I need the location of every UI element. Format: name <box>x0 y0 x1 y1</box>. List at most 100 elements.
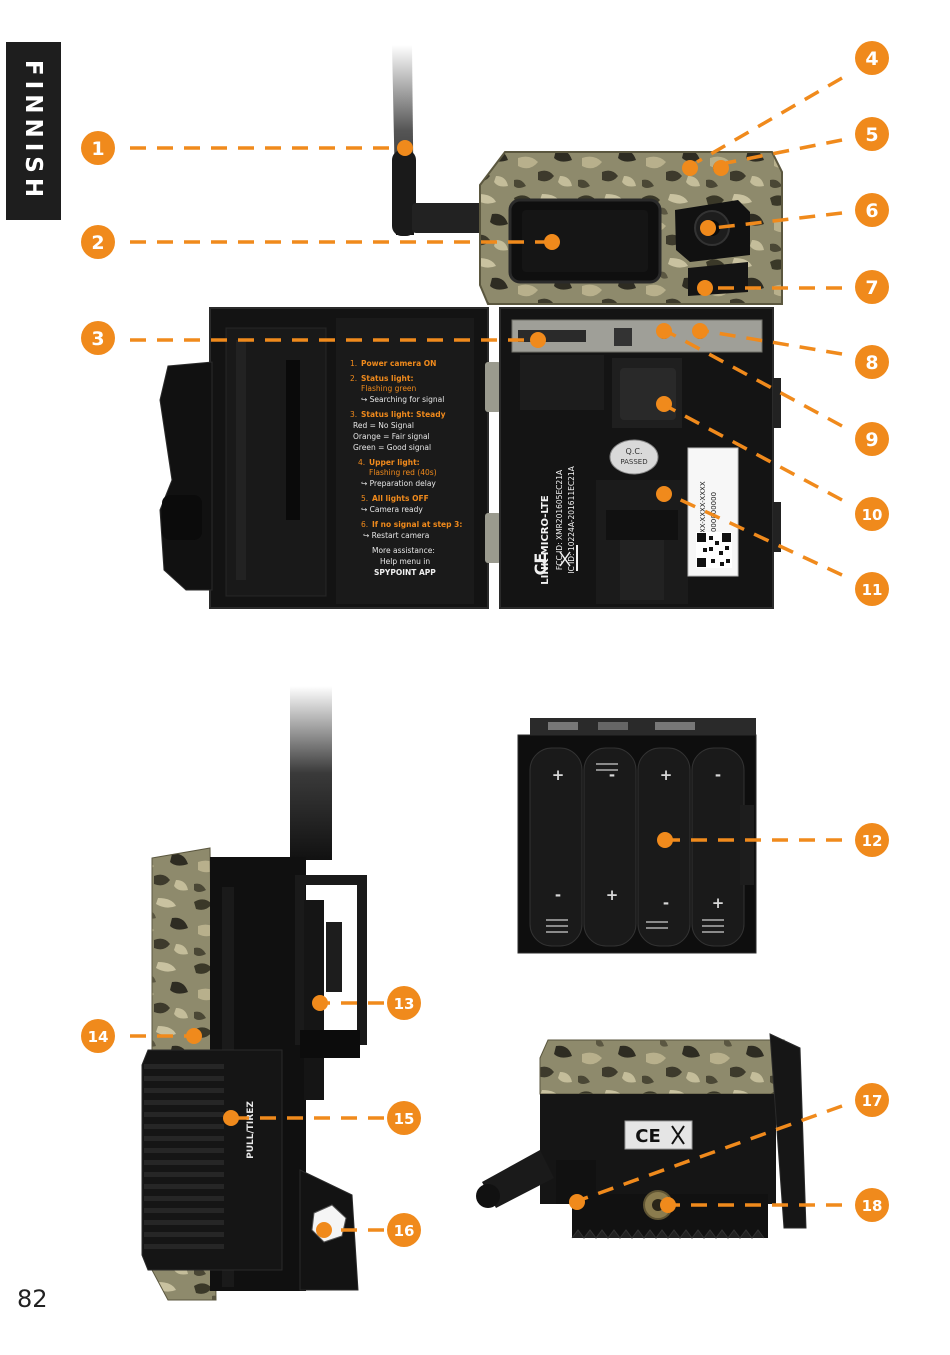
ce-plate <box>624 1120 693 1150</box>
instruction-line: ↪ Camera ready <box>361 505 423 514</box>
callout-badge-9 <box>855 422 889 456</box>
polarity-label: + <box>606 886 619 904</box>
instruction-line: If no signal at step 3: <box>372 520 462 529</box>
qc-passed-sticker <box>609 439 659 475</box>
polarity-label: + <box>712 894 725 912</box>
serial-number: XXXX-XXXX-XXXX <box>699 481 707 542</box>
instruction-line: ↪ Restart camera <box>363 531 429 540</box>
instruction-line: Help menu in <box>380 557 430 566</box>
callout-number: 2 <box>91 232 104 254</box>
instruction-line: 3. <box>350 410 357 419</box>
callout-number: 16 <box>394 1222 415 1240</box>
instruction-line: Upper light: <box>369 458 420 467</box>
callout-badge-12 <box>855 823 889 857</box>
instruction-line: More assistance: <box>372 546 435 555</box>
page-number: 82 <box>17 1285 48 1313</box>
callout-badge-14 <box>81 1019 115 1053</box>
antenna-side <box>290 686 332 860</box>
instruction-line: Flashing green <box>361 384 417 393</box>
callout-badge-15 <box>387 1101 421 1135</box>
camera-front-open-view: 1. Power camera ON 2. Status light: Flas… <box>159 45 783 609</box>
polarity-label: + <box>660 766 673 784</box>
instruction-line: Flashing red (40s) <box>369 468 437 477</box>
strap-slot <box>300 1030 360 1058</box>
callout-number: 7 <box>865 277 878 299</box>
instruction-line: Red = No Signal <box>353 421 414 430</box>
callout-number: 13 <box>394 995 415 1013</box>
tray-ridges <box>144 1064 224 1249</box>
callout-number: 18 <box>862 1197 883 1215</box>
callout-badge-3 <box>81 321 115 355</box>
callout-badge-16 <box>387 1213 421 1247</box>
ic-id: IC ID: 10224A-201611EC21A <box>567 465 576 573</box>
mode-switch <box>614 328 632 346</box>
callout-number: 9 <box>865 429 878 451</box>
ce-mark-bottom: CE <box>635 1126 661 1147</box>
battery-tray-label: PULL/TIREZ <box>246 1101 256 1159</box>
callout-badge-10 <box>855 497 889 531</box>
fcc-id: FCC ID: XMR201605EC21A <box>555 469 564 570</box>
callout-badge-11 <box>855 572 889 606</box>
callout-leaders <box>130 76 843 1232</box>
hinge-lower <box>485 513 501 563</box>
mount-bracket <box>295 875 367 1045</box>
qc-label-bottom: PASSED <box>620 458 647 466</box>
callout-badge-13 <box>387 986 421 1020</box>
battery-slot-1 <box>529 747 583 947</box>
sd-card-slot <box>518 330 586 342</box>
callout-badge-18 <box>855 1188 889 1222</box>
camera-bottom-view: CE <box>476 1033 807 1239</box>
bottom-strap <box>769 1033 807 1229</box>
callout-number: 3 <box>91 328 104 350</box>
bottom-camo-housing <box>539 1039 787 1095</box>
battery-slot-2 <box>583 747 637 947</box>
base-teeth <box>571 1229 765 1239</box>
instruction-line: 4. <box>358 458 365 467</box>
instruction-line: ↪ Searching for signal <box>361 395 444 404</box>
callout-badge-5 <box>855 117 889 151</box>
model-info-label: LINK-MICRO-LTE FCC ID: XMR201605EC21A IC… <box>531 465 578 585</box>
callout-number: 6 <box>865 200 878 222</box>
antenna-connector <box>412 203 486 233</box>
instruction-line: Power camera ON <box>361 359 436 368</box>
light-sensor-panel <box>688 262 748 296</box>
qc-label-top: Q.C. <box>626 447 643 456</box>
polarity-label: - <box>663 894 669 912</box>
callout-badge-1 <box>81 131 115 165</box>
instruction-line: Orange = Fair signal <box>353 432 430 441</box>
callout-badge-17 <box>855 1083 889 1117</box>
antenna-base <box>392 150 416 236</box>
weee-icon-bottom <box>671 1125 685 1145</box>
callout-number: 14 <box>88 1028 109 1046</box>
callout-number: 5 <box>865 124 878 146</box>
callout-badge-4 <box>855 41 889 75</box>
instruction-line: 6. <box>361 520 368 529</box>
callout-number: 12 <box>862 832 883 850</box>
callout-badge-7 <box>855 270 889 304</box>
hinge-upper <box>485 362 501 412</box>
weee-icon <box>559 551 571 567</box>
qr-code <box>696 532 732 568</box>
battery-pack-view: + - + - - + - + <box>517 718 757 954</box>
instruction-line: Status light: <box>361 374 413 383</box>
ce-mark-small: CE <box>531 553 550 576</box>
callout-badge-2 <box>81 225 115 259</box>
door-clip <box>159 361 213 591</box>
callout-number: 11 <box>862 581 883 599</box>
polarity-label: + <box>552 766 565 784</box>
callout-anchors <box>186 140 729 1238</box>
instruction-line: SPYPOINT APP <box>374 568 436 577</box>
usb-port-cover <box>620 368 676 420</box>
callout-number: 10 <box>862 506 883 524</box>
callout-number: 8 <box>865 352 878 374</box>
model-name: LINK-MICRO-LTE <box>540 495 551 585</box>
instruction-line: Status light: Steady <box>361 410 446 419</box>
callout-badge-8 <box>855 345 889 379</box>
instruction-line: ↪ Preparation delay <box>361 479 436 488</box>
language-tab: FINNISH <box>6 42 61 220</box>
instruction-line: 1. <box>350 359 357 368</box>
callout-number: 17 <box>862 1092 883 1110</box>
polarity-label: - <box>609 766 615 784</box>
instruction-line: Green = Good signal <box>353 443 431 452</box>
